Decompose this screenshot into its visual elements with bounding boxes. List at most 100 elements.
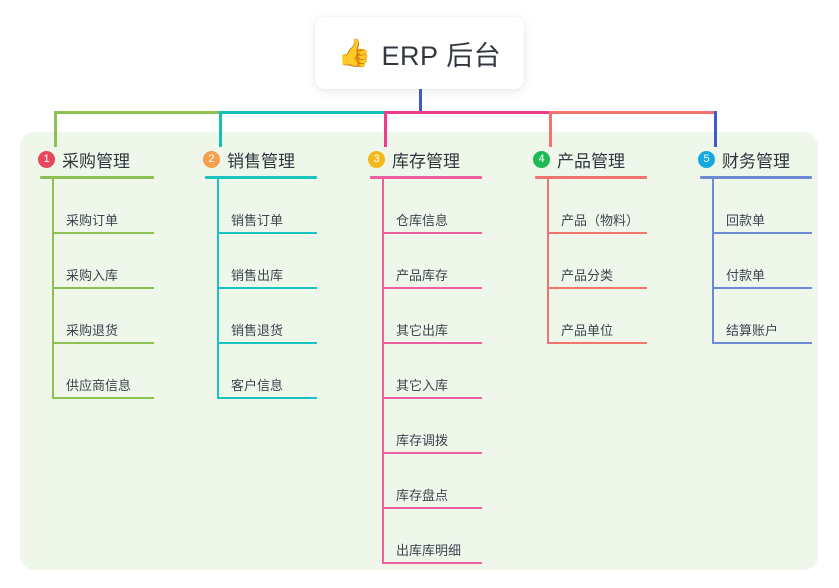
list-item-rule — [217, 287, 317, 289]
column-header-rule-2 — [205, 176, 317, 179]
column-header-rule-1 — [40, 176, 154, 179]
list-item-rule — [547, 287, 647, 289]
column-spine-5 — [712, 179, 714, 344]
list-item[interactable]: 库存调拨 — [382, 399, 482, 454]
list-item-rule — [217, 397, 317, 399]
list-item-rule — [712, 287, 812, 289]
column-header-3[interactable]: 3 库存管理 — [368, 147, 508, 171]
list-item-rule — [382, 232, 482, 234]
list-item-label: 库存调拨 — [396, 433, 449, 448]
list-item[interactable]: 出库库明细 — [382, 509, 482, 564]
list-item-rule — [382, 397, 482, 399]
column-badge-5: 5 — [698, 150, 715, 168]
list-item-rule — [547, 232, 647, 234]
list-item[interactable]: 销售退货 — [217, 289, 317, 344]
list-item-rule — [382, 507, 482, 509]
list-item-label: 回款单 — [726, 213, 766, 228]
root-node[interactable]: 👍 ERP 后台 — [315, 17, 524, 89]
list-item[interactable]: 回款单 — [712, 179, 812, 234]
list-item-rule — [382, 562, 482, 564]
list-item-label: 销售出库 — [231, 268, 284, 283]
column-2: 2 销售管理销售订单销售出库销售退货客户信息 — [203, 147, 343, 399]
column-3: 3 库存管理仓库信息产品库存其它出库其它入库库存调拨库存盘点出库库明细 — [368, 147, 508, 564]
list-item-rule — [547, 342, 647, 344]
list-item-rule — [217, 232, 317, 234]
list-item-label: 采购退货 — [66, 323, 119, 338]
column-badge-3: 3 — [368, 150, 385, 168]
list-item-rule — [52, 342, 154, 344]
list-item[interactable]: 其它入库 — [382, 344, 482, 399]
list-item[interactable]: 结算账户 — [712, 289, 812, 344]
column-title-3: 库存管理 — [392, 151, 460, 171]
list-item-label: 销售退货 — [231, 323, 284, 338]
column-title-4: 产品管理 — [557, 151, 625, 171]
list-item[interactable]: 仓库信息 — [382, 179, 482, 234]
list-item[interactable]: 采购订单 — [52, 179, 154, 234]
drop-connector-5 — [714, 111, 717, 147]
list-item[interactable]: 采购入库 — [52, 234, 154, 289]
list-item-rule — [712, 342, 812, 344]
list-item-label: 采购入库 — [66, 268, 119, 283]
list-item[interactable]: 销售订单 — [217, 179, 317, 234]
list-item[interactable]: 库存盘点 — [382, 454, 482, 509]
list-item[interactable]: 销售出库 — [217, 234, 317, 289]
list-item-label: 出库库明细 — [396, 543, 462, 558]
list-item-label: 产品库存 — [396, 268, 449, 283]
drop-connector-3 — [384, 111, 387, 147]
drop-connector-1 — [54, 111, 57, 147]
bus-segment-4 — [549, 111, 717, 114]
list-item-label: 产品单位 — [561, 323, 614, 338]
drop-connector-2 — [219, 111, 222, 147]
list-item-rule — [382, 452, 482, 454]
list-item[interactable]: 产品（物料） — [547, 179, 647, 234]
column-header-rule-5 — [700, 176, 812, 179]
column-title-5: 财务管理 — [722, 151, 790, 171]
list-item[interactable]: 产品单位 — [547, 289, 647, 344]
column-header-rule-3 — [370, 176, 482, 179]
column-header-2[interactable]: 2 销售管理 — [203, 147, 343, 171]
column-spine-2 — [217, 179, 219, 399]
bus-segment-2 — [219, 111, 387, 114]
column-header-rule-4 — [535, 176, 647, 179]
list-item[interactable]: 付款单 — [712, 234, 812, 289]
list-item-rule — [52, 287, 154, 289]
column-title-2: 销售管理 — [227, 151, 295, 171]
list-item-label: 供应商信息 — [66, 378, 132, 393]
list-item-rule — [52, 232, 154, 234]
list-item-label: 其它入库 — [396, 378, 449, 393]
column-spine-4 — [547, 179, 549, 344]
diagram-background-panel — [20, 132, 818, 570]
column-spine-3 — [382, 179, 384, 564]
bus-segment-1 — [54, 111, 222, 114]
list-item-label: 客户信息 — [231, 378, 284, 393]
list-item-label: 其它出库 — [396, 323, 449, 338]
list-item-rule — [217, 342, 317, 344]
list-item[interactable]: 其它出库 — [382, 289, 482, 344]
list-item-rule — [382, 342, 482, 344]
list-item[interactable]: 客户信息 — [217, 344, 317, 399]
column-header-4[interactable]: 4 产品管理 — [533, 147, 673, 171]
column-title-1: 采购管理 — [62, 151, 130, 171]
list-item-label: 产品分类 — [561, 268, 614, 283]
list-item-label: 采购订单 — [66, 213, 119, 228]
list-item[interactable]: 供应商信息 — [52, 344, 154, 399]
list-item-label: 库存盘点 — [396, 488, 449, 503]
list-item[interactable]: 产品分类 — [547, 234, 647, 289]
column-4: 4 产品管理产品（物料） 产品分类产品单位 — [533, 147, 673, 344]
column-badge-1: 1 — [38, 150, 55, 168]
list-item-rule — [52, 397, 154, 399]
column-header-5[interactable]: 5 财务管理 — [698, 147, 838, 171]
list-item-rule — [382, 287, 482, 289]
list-item-rule — [712, 232, 812, 234]
column-badge-2: 2 — [203, 150, 220, 168]
column-header-1[interactable]: 1 采购管理 — [38, 147, 180, 171]
list-item-label: 产品（物料） — [561, 213, 640, 228]
drop-connector-4 — [549, 111, 552, 147]
list-item-label: 仓库信息 — [396, 213, 449, 228]
list-item[interactable]: 采购退货 — [52, 289, 154, 344]
column-badge-4: 4 — [533, 150, 550, 168]
bus-segment-3 — [384, 111, 552, 114]
list-item[interactable]: 产品库存 — [382, 234, 482, 289]
root-node-title: ERP 后台 — [381, 40, 502, 71]
